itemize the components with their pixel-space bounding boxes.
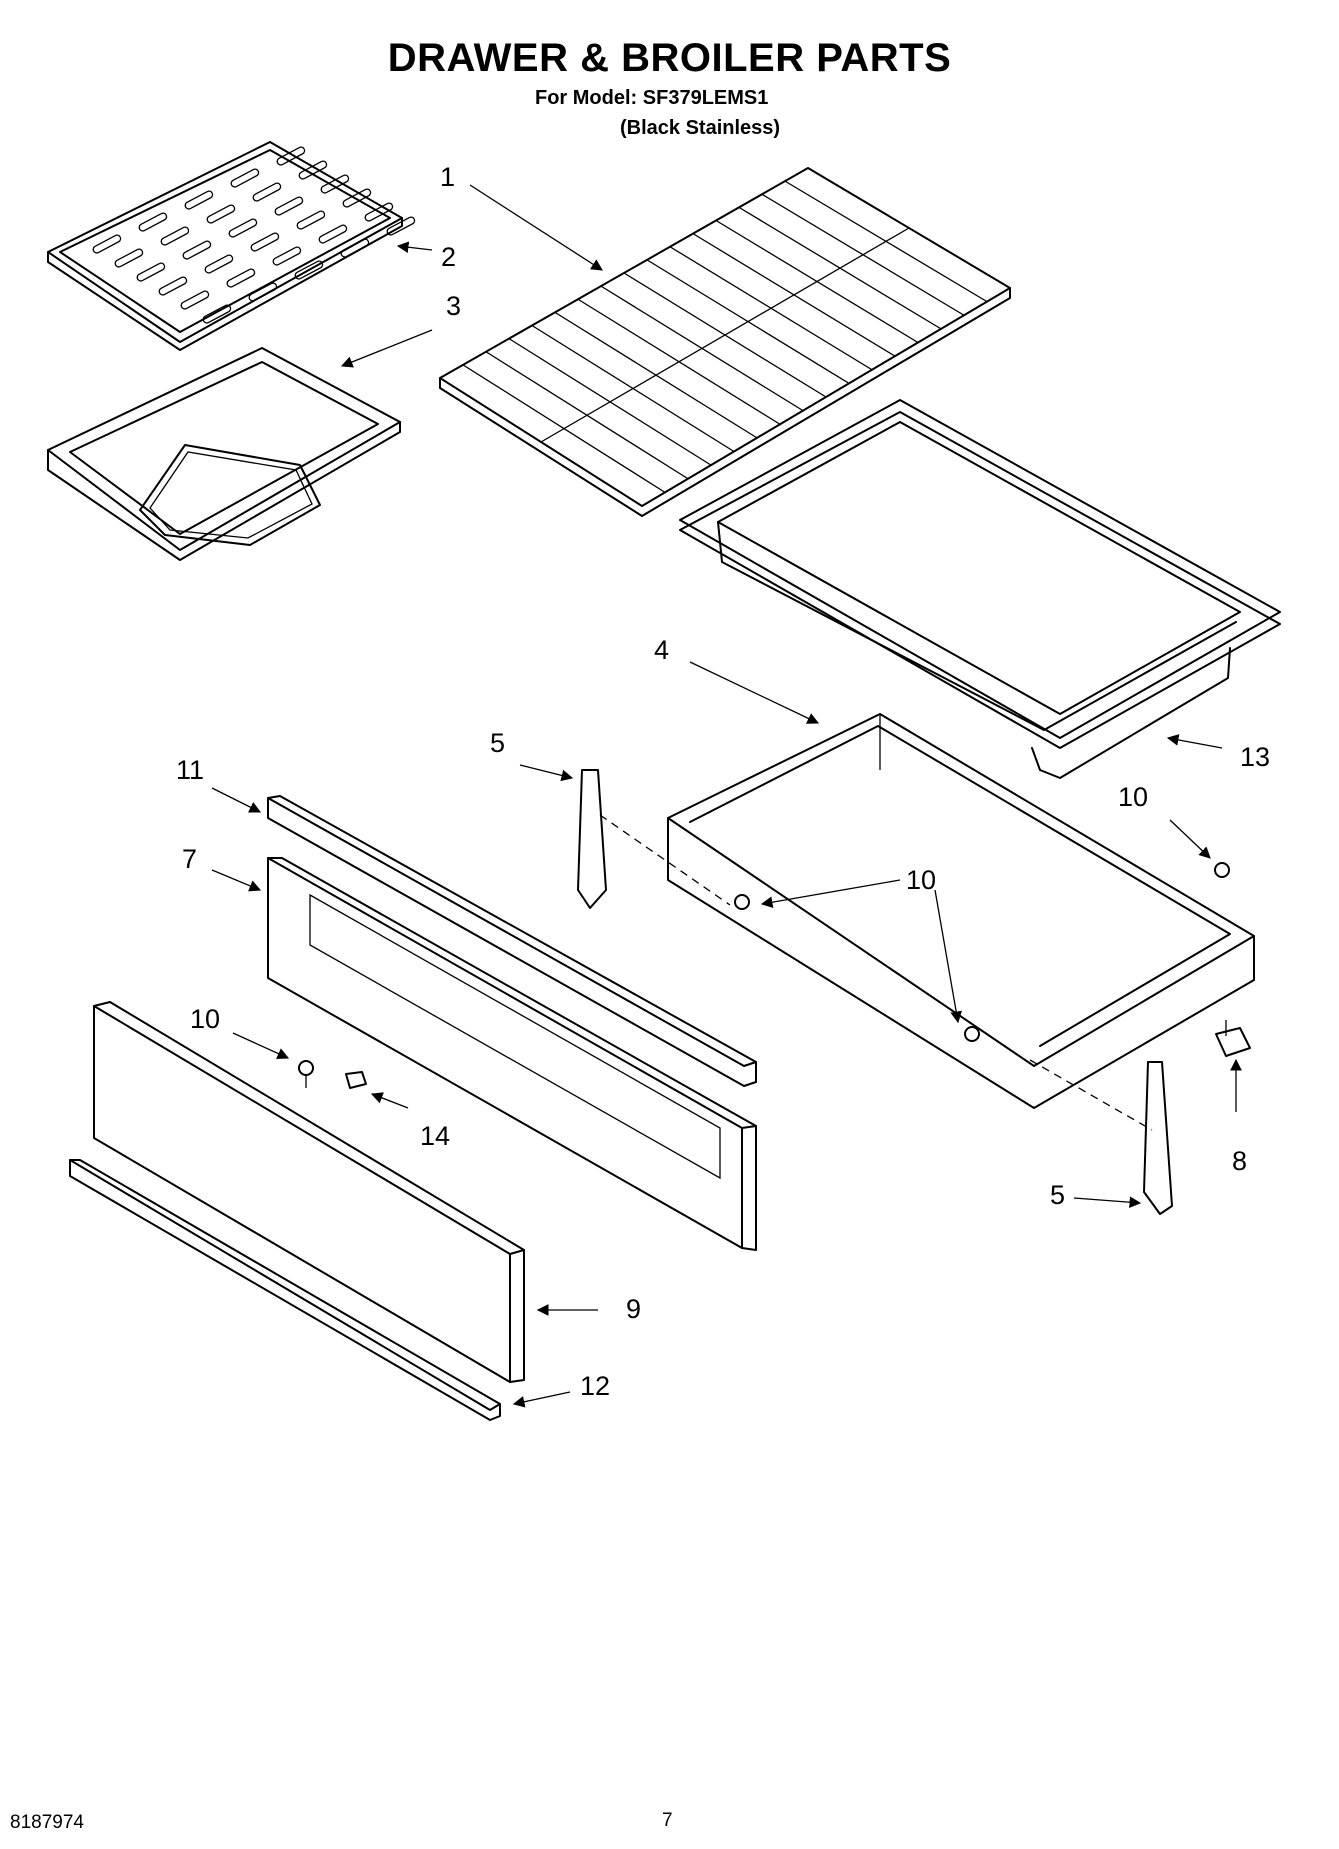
screw (734, 894, 750, 910)
page-number: 7 (662, 1810, 673, 1831)
callout-2: 2 (441, 242, 456, 272)
drawer-clip (1215, 1020, 1251, 1057)
drawer-trim-bar (267, 795, 757, 1087)
callout-11: 11 (176, 755, 204, 785)
drawer-liner (679, 399, 1281, 779)
broiler-pan-grid (47, 141, 416, 351)
callout-4: 4 (654, 635, 669, 665)
screw (298, 1060, 314, 1088)
screw (964, 1026, 980, 1042)
callout-5: 5 (1050, 1180, 1065, 1210)
callout-14: 14 (420, 1121, 450, 1151)
lower-panel (93, 1001, 525, 1383)
bottom-trim-strip (69, 1159, 501, 1421)
page-title: DRAWER & BROILER PARTS (387, 36, 952, 80)
model-line: For Model: SF379LEMS1 (535, 87, 769, 109)
callout-10: 10 (190, 1004, 220, 1034)
callout-10: 10 (1118, 782, 1148, 812)
callout-10: 10 (906, 865, 936, 895)
callout-8: 8 (1232, 1146, 1247, 1176)
callout-3: 3 (446, 291, 461, 321)
drawer-slide-right (1143, 1061, 1173, 1215)
broiler-pan (47, 347, 401, 561)
doc-number: 8187974 (10, 1812, 84, 1833)
callouts: 1 2 3 4 5 5 7 8 9 10 10 10 10 11 12 13 1… (176, 162, 1270, 1401)
bumper (345, 1071, 367, 1089)
callout-1: 1 (440, 162, 455, 192)
callout-7: 7 (182, 844, 197, 874)
callout-13: 13 (1240, 742, 1270, 772)
callout-5: 5 (490, 728, 505, 758)
oven-rack (439, 167, 1011, 517)
callout-9: 9 (626, 1294, 641, 1324)
screw (1214, 862, 1230, 878)
drawer-slide-left (577, 769, 607, 909)
variant-line: (Black Stainless) (620, 117, 781, 139)
callout-leaders (211, 184, 1242, 1408)
drawer-body (667, 713, 1255, 1109)
callout-12: 12 (580, 1371, 610, 1401)
drawer-front-panel (267, 857, 757, 1251)
